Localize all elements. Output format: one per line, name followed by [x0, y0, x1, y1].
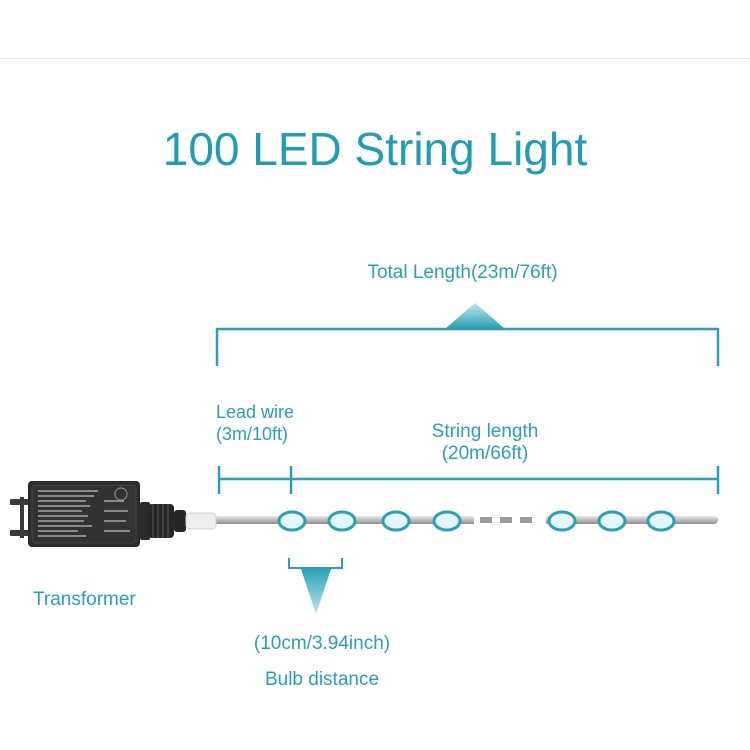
string-length-value: (20m/66ft) — [441, 443, 529, 464]
bulb-distance-title: Bulb distance — [264, 669, 380, 690]
lead-wire-title: Lead wire — [216, 402, 295, 422]
led-bulb-icon — [277, 510, 307, 532]
lead-wire-length: (3m/10ft) — [216, 424, 289, 444]
led-bulb-icon — [597, 510, 627, 532]
length-dimension-line — [217, 466, 720, 494]
led-bulb-icon — [547, 510, 577, 532]
page-title: 100 LED String Light — [162, 123, 588, 175]
led-bulb-icon — [327, 510, 357, 532]
lead-wire-label: Lead wire (3m/10ft) — [216, 401, 294, 445]
total-length-bracket — [215, 303, 720, 366]
bulb-distance-pointer — [301, 569, 331, 614]
wire-dashes — [480, 517, 532, 523]
top-divider — [0, 58, 750, 59]
led-bulb-icon — [646, 510, 676, 532]
total-length-label: Total Length(23m/76ft) — [367, 262, 558, 283]
transformer-label: Transformer — [33, 589, 136, 610]
bulb-distance-label: (10cm/3.94inch) Bulb distance — [240, 626, 404, 698]
bulb-distance-value: (10cm/3.94inch) — [253, 633, 391, 654]
string-length-title: String length — [431, 421, 539, 442]
bulb-distance-bracket — [288, 558, 343, 614]
led-bulb-icon — [381, 510, 411, 532]
led-bulbs — [277, 510, 676, 532]
led-bulb-icon — [432, 510, 462, 532]
string-length-label: String length (20m/66ft) — [400, 421, 570, 465]
power-adapter-icon — [10, 481, 217, 547]
total-length-pointer — [446, 303, 504, 328]
